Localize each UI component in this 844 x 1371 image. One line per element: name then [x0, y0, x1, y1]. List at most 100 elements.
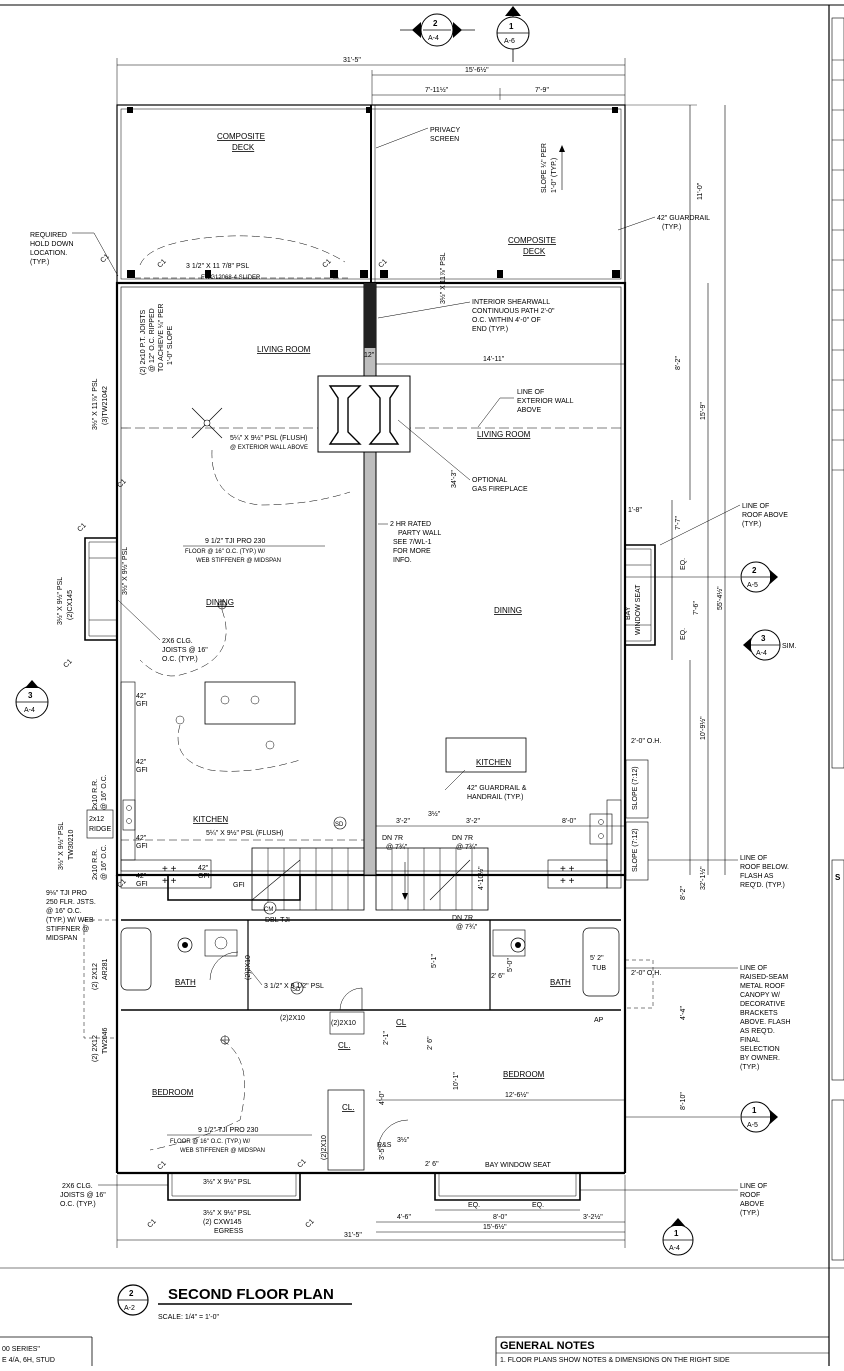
kitchen-counter-left: + + + +: [120, 681, 212, 889]
callout-tji-floor-lower: 9 1/2" TJI PRO 230 FLOOR @ 16" O.C. (TYP…: [167, 1127, 312, 1154]
page-title: SECOND FLOOR PLAN: [168, 1286, 334, 1303]
svg-text:10'-1": 10'-1": [453, 1072, 460, 1090]
svg-text:BAY: BAY: [625, 606, 632, 620]
svg-text:42": 42": [136, 693, 147, 700]
room-label-dining-left: DINING: [206, 598, 234, 607]
general-notes-line1: 1. FLOOR PLANS SHOW NOTES & DIMENSIONS O…: [500, 1357, 730, 1364]
svg-text:(2)CX145: (2)CX145: [67, 590, 74, 620]
callout-guardrail-handrail: 42" GUARDRAIL & HANDRAIL (TYP.): [444, 769, 527, 801]
section-tag-right-3: 3 A-4 SIM.: [743, 629, 796, 661]
section-tag-top-left: 2 A-4: [400, 13, 475, 47]
dimension-right-strings: 8'-2" 15'-9" 1'-8" 7'-7" 7'-6" 55'-4½" E…: [628, 105, 726, 1110]
svg-text:3 1/2" X 9 1/2" PSL: 3 1/2" X 9 1/2" PSL: [264, 983, 324, 990]
svg-text:TUB: TUB: [592, 965, 606, 972]
callout-guardrail: 42" GUARDRAIL (TYP.): [617, 215, 710, 231]
svg-text:9 1/2" TJI PRO 230: 9 1/2" TJI PRO 230: [198, 1127, 258, 1134]
svg-text:INTERIOR SHEARWALL: INTERIOR SHEARWALL: [472, 299, 550, 306]
svg-text:O.C. (TYP.): O.C. (TYP.): [60, 1201, 96, 1208]
callout-party-wall: 2 HR RATED PARTY WALL SEE 7/WL-1 FOR MOR…: [378, 521, 441, 564]
svg-text:FINAL: FINAL: [740, 1037, 760, 1044]
dim-12in: 12": [364, 352, 375, 359]
svg-text:C1: C1: [146, 1218, 157, 1229]
svg-text:WINDOW SEAT: WINDOW SEAT: [635, 584, 642, 635]
bath-left: [120, 927, 239, 991]
svg-text:32'-1½": 32'-1½": [699, 866, 707, 890]
svg-text:LINE OF: LINE OF: [517, 389, 544, 396]
room-label-bedroom-left: BEDROOM: [152, 1088, 194, 1097]
deck-area: [116, 104, 626, 284]
svg-text:GAS FIREPLACE: GAS FIREPLACE: [472, 486, 528, 493]
slider-header: 3 1/2" X 11 7/8" PSL FWG12068-4 SLIDER: [135, 263, 350, 281]
svg-text:C1: C1: [156, 1160, 167, 1171]
svg-text:WEB STIFFENER @ MIDSPAN: WEB STIFFENER @ MIDSPAN: [196, 558, 281, 564]
callout-roof-above-lower: LINE OF ROOF ABOVE (TYP.): [580, 1183, 767, 1217]
dining-light-icon: [217, 600, 227, 610]
callout-canopy: LINE OF RAISED-SEAM METAL ROOF CANOPY W/…: [625, 965, 791, 1071]
svg-text:5¼" X 9½" PSL (FLUSH): 5¼" X 9½" PSL (FLUSH): [230, 434, 307, 442]
svg-text:LINE OF: LINE OF: [740, 965, 767, 972]
svg-text:CL: CL: [396, 1018, 407, 1027]
svg-text:TW30210: TW30210: [68, 830, 75, 860]
svg-text:C1: C1: [296, 1158, 307, 1169]
svg-text:A-4: A-4: [24, 707, 35, 714]
kitchen-wiring: [177, 724, 301, 772]
notes-left-line2: E 4/A, 6H, STUD: [2, 1357, 55, 1364]
svg-text:4'-10½": 4'-10½": [477, 866, 485, 890]
svg-text:A-5: A-5: [747, 582, 758, 589]
svg-text:9 1/2" TJI PRO 230: 9 1/2" TJI PRO 230: [205, 538, 265, 545]
svg-text:C1: C1: [304, 1218, 315, 1229]
svg-text:DECORATIVE: DECORATIVE: [740, 1001, 785, 1008]
svg-text:10'-9½": 10'-9½": [699, 716, 707, 740]
svg-text:(2) 2X12: (2) 2X12: [92, 963, 99, 990]
svg-text:3'-5": 3'-5": [379, 1146, 386, 1160]
callout-psl-bay: 3½" X 9½" PSL: [121, 547, 129, 595]
svg-text:8'-0": 8'-0": [493, 1214, 507, 1221]
svg-text:3: 3: [28, 691, 33, 700]
svg-text:@ 7¾": @ 7¾": [456, 924, 478, 931]
callout-tji-250: 9⅛" TJI PRO 250 FLR. JSTS. @ 16" O.C. (T…: [46, 890, 96, 942]
svg-text:(2)2X10: (2)2X10: [321, 1135, 328, 1160]
svg-text:PRIVACY: PRIVACY: [430, 127, 461, 134]
callout-psl-tw21042: 3½" X 11⅞" PSL (3)TW21042: [91, 378, 109, 430]
svg-text:GFI: GFI: [198, 873, 210, 880]
gfi-outlets-left: 42" GFI 42" GFI 42" GFI 42" GFI 42" GFI …: [136, 693, 245, 889]
svg-text:3½" X 9½" PSL: 3½" X 9½" PSL: [57, 822, 65, 870]
svg-text:42": 42": [136, 759, 147, 766]
svg-text:(TYP.) W/ WEB: (TYP.) W/ WEB: [46, 917, 94, 924]
header-2x10-bath: (2)2X10: [245, 955, 252, 980]
svg-text:(2) 2X12: (2) 2X12: [92, 1035, 99, 1062]
bay-window-bottom-left: [167, 875, 301, 901]
section-tag-sheet: A-4: [428, 35, 439, 42]
svg-text:LOCATION.: LOCATION.: [30, 250, 67, 257]
svg-text:8'-0": 8'-0": [562, 818, 576, 825]
svg-text:JOISTS @ 16": JOISTS @ 16": [60, 1192, 106, 1199]
section-tag-left: 3 A-4: [15, 680, 49, 719]
svg-text:REQUIRED: REQUIRED: [30, 232, 67, 239]
svg-text:SCREEN: SCREEN: [430, 136, 459, 143]
dimension-deck-depth: 11'-0": [625, 104, 704, 283]
svg-text:FWG12068-4 SLIDER: FWG12068-4 SLIDER: [201, 275, 261, 281]
column-markers-c1: C1 C1 C1 C1 C1 C1 C1 C1 C1 C1 C1 C1: [62, 253, 388, 1229]
svg-text:3'-2½": 3'-2½": [583, 1213, 603, 1221]
svg-text:C1: C1: [156, 258, 167, 269]
notes-left-box: 00 SERIES" E 4/A, 6H, STUD: [0, 1336, 93, 1366]
svg-text:LINE OF: LINE OF: [740, 855, 767, 862]
svg-text:+ +: + +: [162, 864, 177, 875]
svg-text:A-4: A-4: [669, 1245, 680, 1252]
svg-text:ABOVE: ABOVE: [740, 1201, 764, 1208]
svg-text:COMPOSITE: COMPOSITE: [508, 236, 556, 245]
smoke-detectors: SD SD CM: [263, 816, 347, 995]
svg-text:LINE OF: LINE OF: [742, 503, 769, 510]
svg-text:GFI: GFI: [136, 843, 148, 850]
dining-wiring: [139, 609, 227, 677]
svg-text:C1: C1: [76, 522, 87, 533]
svg-text:GFI: GFI: [233, 882, 245, 889]
room-label-deck-left: COMPOSITE DECK: [217, 132, 265, 152]
svg-text:2X6 CLG.: 2X6 CLG.: [162, 638, 193, 645]
room-label-kitchen-right: KITCHEN: [476, 758, 511, 767]
svg-text:2' 6": 2' 6": [425, 1161, 439, 1168]
closet-lower: (2)2X10: [321, 1089, 409, 1171]
svg-text:END (TYP.): END (TYP.): [472, 326, 508, 333]
svg-text:(TYP.): (TYP.): [740, 1064, 759, 1071]
